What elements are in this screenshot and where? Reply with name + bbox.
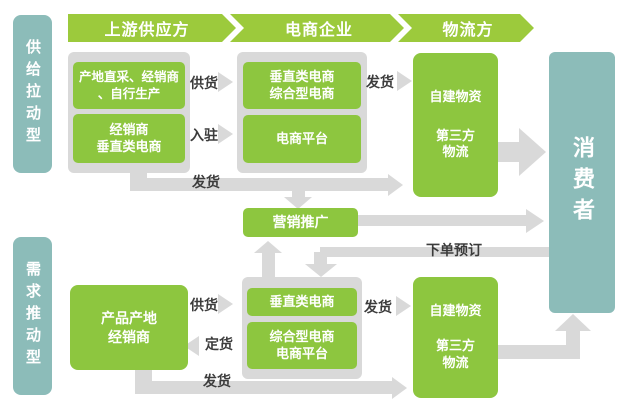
marketing-label: 营销推广 [272, 214, 329, 231]
demand-label-supply-goods: 供货 [190, 297, 218, 313]
supply-ship-elbow-arrow-icon [388, 174, 403, 196]
demand-logistics-third-party-line1: 第三方 [435, 338, 475, 354]
demand-ecommerce-box-platform-line1: 综合型电商 [269, 328, 335, 344]
supply-label-ship-long: 发货 [192, 174, 220, 190]
supply-ecommerce-box-vertical: 垂直类电商 综合型电商 [243, 62, 361, 109]
supply-supplier-box-distributor-line1: 经销商 [109, 121, 149, 137]
marketing-inflow-stub [292, 191, 305, 197]
supply-logistics-to-consumer-arrow-icon [519, 128, 546, 176]
demand-producer-line1: 产品产地 [101, 310, 157, 327]
supply-supplier-box-direct-line2: 、自行生产 [97, 86, 161, 101]
supply-ecommerce-box-platform: 电商平台 [243, 115, 361, 163]
supply-supply-arrow-icon [218, 72, 233, 92]
demand-ship-arrow-icon [396, 296, 411, 316]
demand-logistics-third-party-line2: 物流 [442, 354, 469, 370]
supply-logistics-third-party-line1: 第三方 [435, 127, 475, 143]
marketing-to-consumer-bar [358, 215, 528, 226]
demand-producer-box: 产品产地 经销商 [70, 285, 188, 370]
demand-ship-elbow-vertical [135, 366, 152, 383]
supply-supplier-box-distributor: 经销商 垂直类电商 [73, 114, 185, 163]
banner-upstream-suppliers: 上游供应方 [68, 14, 236, 42]
demand-ship-elbow-arrow-icon [392, 377, 407, 399]
supply-ship-arrow-icon [397, 71, 412, 91]
supply-label-supply-goods: 供货 [190, 75, 218, 91]
demand-ship-elbow-horizontal [135, 381, 392, 394]
demand-label-ship-long: 发货 [203, 373, 231, 389]
banner-ecommerce-enterprise: 电商企业 [230, 14, 404, 42]
supply-supplier-box-direct: 产地直采、经销商 、自行生产 [73, 62, 185, 109]
demand-ecommerce-box-platform-line2: 电商平台 [275, 345, 328, 361]
demand-producer-line2: 经销商 [108, 328, 150, 345]
demand-ecommerce-box-platform: 综合型电商 电商平台 [247, 322, 357, 369]
supply-supplier-box-distributor-line2: 垂直类电商 [96, 138, 162, 154]
order-booking-label: 下单预订 [426, 242, 482, 258]
marketing-box: 营销推广 [243, 208, 358, 237]
marketing-inflow-arrow-icon [284, 197, 312, 209]
demand-supply-arrow-icon [218, 294, 233, 314]
demand-ecommerce-box-vertical: 垂直类电商 [247, 288, 357, 316]
demand-logistics-to-consumer-vertical [566, 331, 580, 359]
supply-ecommerce-box-platform-label: 电商平台 [275, 130, 328, 146]
demand-logistics-to-consumer-horizontal [497, 345, 580, 359]
supply-label-join-platform: 入驻 [190, 127, 218, 143]
supply-logistics-box: 自建物资 第三方 物流 [413, 53, 498, 197]
demand-to-marketing-arrow-icon [254, 241, 282, 253]
supply-ship-elbow-horizontal [130, 178, 388, 191]
consumer-box: 消费者 [549, 52, 615, 313]
demand-label-ship-goods: 发货 [364, 299, 392, 315]
supply-logistics-self-built: 自建物资 [429, 88, 482, 104]
demand-ecommerce-box-vertical-label: 垂直类电商 [269, 293, 335, 309]
order-line-horizontal [320, 247, 549, 257]
demand-logistics-box: 自建物资 第三方 物流 [413, 277, 498, 398]
marketing-to-consumer-arrow-icon [526, 209, 544, 233]
supply-ecommerce-box-vertical-line1: 垂直类电商 [269, 68, 335, 84]
banner-logistics-party: 物流方 [398, 14, 534, 42]
supply-label-ship-goods: 发货 [366, 74, 394, 90]
supply-supplier-box-direct-line1: 产地直采、经销商 [78, 70, 179, 85]
supply-join-arrow-icon [218, 124, 233, 144]
sidebar-demand-push-type: 需求推动型 [13, 237, 52, 395]
demand-to-marketing-stub [262, 253, 275, 278]
order-line-arrow-icon [305, 264, 337, 277]
supply-logistics-third-party-line2: 物流 [442, 144, 469, 160]
demand-logistics-self-built: 自建物资 [429, 303, 482, 319]
sidebar-supply-pull-type: 供给拉动型 [13, 15, 52, 173]
demand-label-order-goods: 定货 [205, 336, 233, 352]
supply-ecommerce-box-vertical-line2: 综合型电商 [269, 85, 335, 101]
demand-logistics-to-consumer-arrow-icon [555, 314, 591, 331]
supply-logistics-to-consumer-bar [497, 142, 519, 162]
order-line-vertical [314, 252, 327, 265]
